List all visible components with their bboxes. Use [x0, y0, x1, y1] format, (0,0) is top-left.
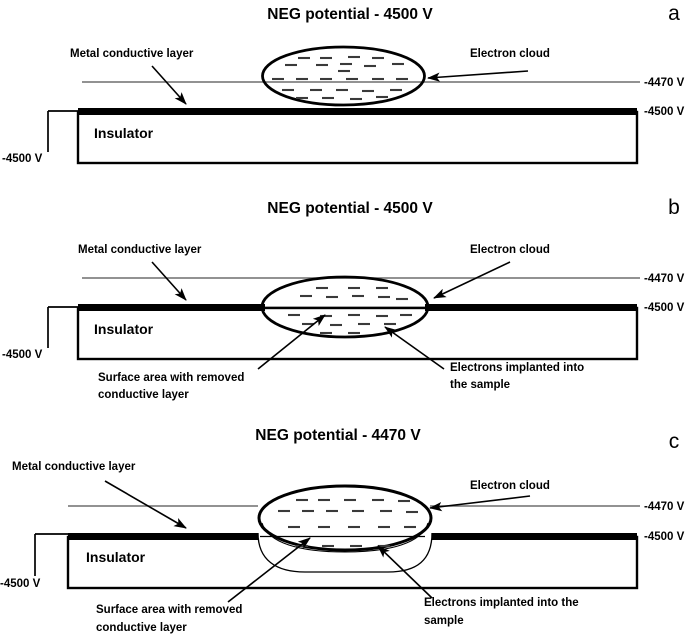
implanted-label-b-line2: the sample — [450, 379, 510, 391]
metal-layer-bar-c-right — [425, 533, 637, 540]
electron-cloud-arrow-b — [433, 261, 511, 299]
insulator-label-c: Insulator — [86, 549, 146, 565]
insulator-box-a — [76, 110, 639, 165]
surface-area-arrow-c — [227, 537, 311, 603]
voltage-4470-c: -4470 V — [644, 501, 685, 513]
metal-layer-label-b: Metal conductive layer — [78, 244, 202, 256]
electron-cloud-ellipse-b — [260, 275, 430, 339]
electron-cloud-arrow-c — [429, 495, 531, 512]
voltage-4470-b: -4470 V — [644, 273, 685, 285]
surface-area-label-c: Surface area with removed — [96, 604, 242, 616]
metal-layer-arrow-a — [151, 65, 187, 105]
implanted-label-c-line2: sample — [424, 615, 464, 627]
metal-layer-arrow-c — [104, 480, 187, 529]
voltage-4500-a: -4500 V — [644, 106, 685, 118]
panel-a-letter: a — [668, 2, 680, 25]
metal-layer-label-c: Metal conductive layer — [12, 461, 136, 473]
insulator-label-a: Insulator — [94, 125, 154, 141]
insulator-label-b: Insulator — [94, 321, 154, 337]
implanted-arrow-c — [377, 545, 433, 599]
panel-c-title: NEG potential - 4470 V — [255, 427, 421, 444]
metal-layer-bar-a — [78, 108, 637, 115]
electron-cloud-label-a: Electron cloud — [470, 48, 550, 60]
voltage-left-a: -4500 V — [2, 153, 43, 165]
metal-layer-bar-b-right — [425, 304, 637, 311]
surface-area-label-c-line2: conductive layer — [96, 622, 187, 634]
electron-cloud-label-c: Electron cloud — [470, 480, 550, 492]
panel-c: NEG potential - 4470 V c Insulator -4500… — [0, 427, 685, 634]
implanted-label-b: Electrons implanted into — [450, 362, 584, 374]
metal-layer-label-a: Metal conductive layer — [70, 48, 194, 60]
electron-cloud-inner-rim-c — [261, 522, 429, 553]
panel-b-title: NEG potential - 4500 V — [267, 200, 433, 217]
panel-b-letter: b — [668, 196, 680, 219]
electron-cloud-ellipse-c — [257, 484, 433, 552]
metal-layer-arrow-b — [151, 261, 187, 301]
panel-a: NEG potential - 4500 V a Insulator -4500… — [2, 2, 685, 165]
surface-area-label-b-line2: conductive layer — [98, 389, 189, 401]
implanted-label-c: Electrons implanted into the — [424, 597, 579, 609]
electron-minus-signs-a — [272, 55, 408, 101]
electron-cloud-label-b: Electron cloud — [470, 244, 550, 256]
panel-a-title: NEG potential - 4500 V — [267, 6, 433, 23]
electron-cloud-ellipse-a — [261, 45, 426, 107]
panel-c-letter: c — [669, 430, 680, 453]
surface-area-arrow-b — [257, 314, 326, 370]
implanted-arrow-b — [384, 326, 445, 370]
panel-b: NEG potential - 4500 V b Insulator -4500… — [2, 196, 685, 401]
metal-layer-bar-c-left — [68, 533, 260, 540]
surface-area-label-b: Surface area with removed — [98, 372, 244, 384]
voltage-left-c: -4500 V — [0, 578, 41, 590]
voltage-4470-a: -4470 V — [644, 77, 685, 89]
electron-cloud-arrow-a — [427, 70, 529, 82]
metal-layer-bar-b-left — [78, 304, 265, 311]
voltage-left-b: -4500 V — [2, 349, 43, 361]
voltage-4500-c: -4500 V — [644, 531, 685, 543]
voltage-4500-b: -4500 V — [644, 302, 685, 314]
